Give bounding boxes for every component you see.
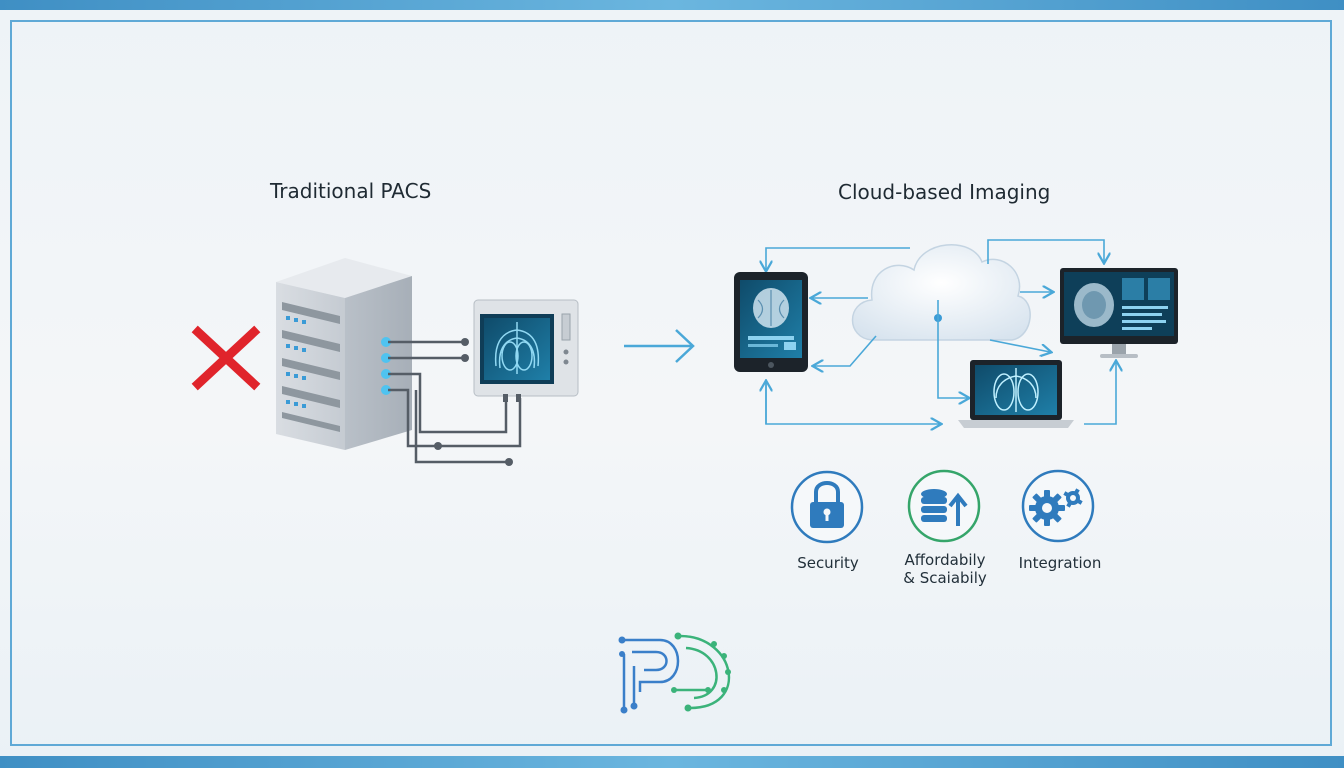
pd-logo-icon	[618, 632, 731, 714]
benefit-affordability-line-1: Affordabily	[904, 551, 986, 569]
tablet-device	[734, 272, 808, 372]
security-lock-icon	[790, 470, 864, 544]
desktop-monitor-device	[1060, 268, 1178, 358]
integration-gears-icon	[1021, 469, 1095, 543]
bottom-band	[0, 756, 1344, 768]
content-frame	[10, 20, 1332, 746]
top-band	[0, 0, 1344, 10]
benefit-affordability-label: Affordabily & Scaiabily	[875, 551, 1015, 587]
cloud-imaging-title: Cloud-based Imaging	[838, 180, 1051, 204]
transition-arrow-icon	[624, 329, 695, 363]
deprecated-x-icon	[191, 325, 261, 391]
traditional-pacs-title: Traditional PACS	[270, 179, 432, 203]
server-cables	[388, 340, 522, 464]
benefit-integration-label: Integration	[990, 554, 1130, 572]
benefit-integration-line-1: Integration	[1018, 554, 1102, 572]
cloud-icon	[851, 244, 1031, 341]
server-tower-icon	[276, 258, 412, 450]
benefit-security-label: Security	[758, 554, 898, 572]
xray-viewer-device	[473, 299, 579, 402]
database-arrow-icon	[907, 469, 981, 543]
laptop-device	[958, 360, 1074, 428]
benefit-affordability-line-2: & Scaiabily	[903, 569, 987, 587]
data-flow-lines	[766, 239, 1116, 424]
benefit-security-line-1: Security	[797, 554, 859, 572]
